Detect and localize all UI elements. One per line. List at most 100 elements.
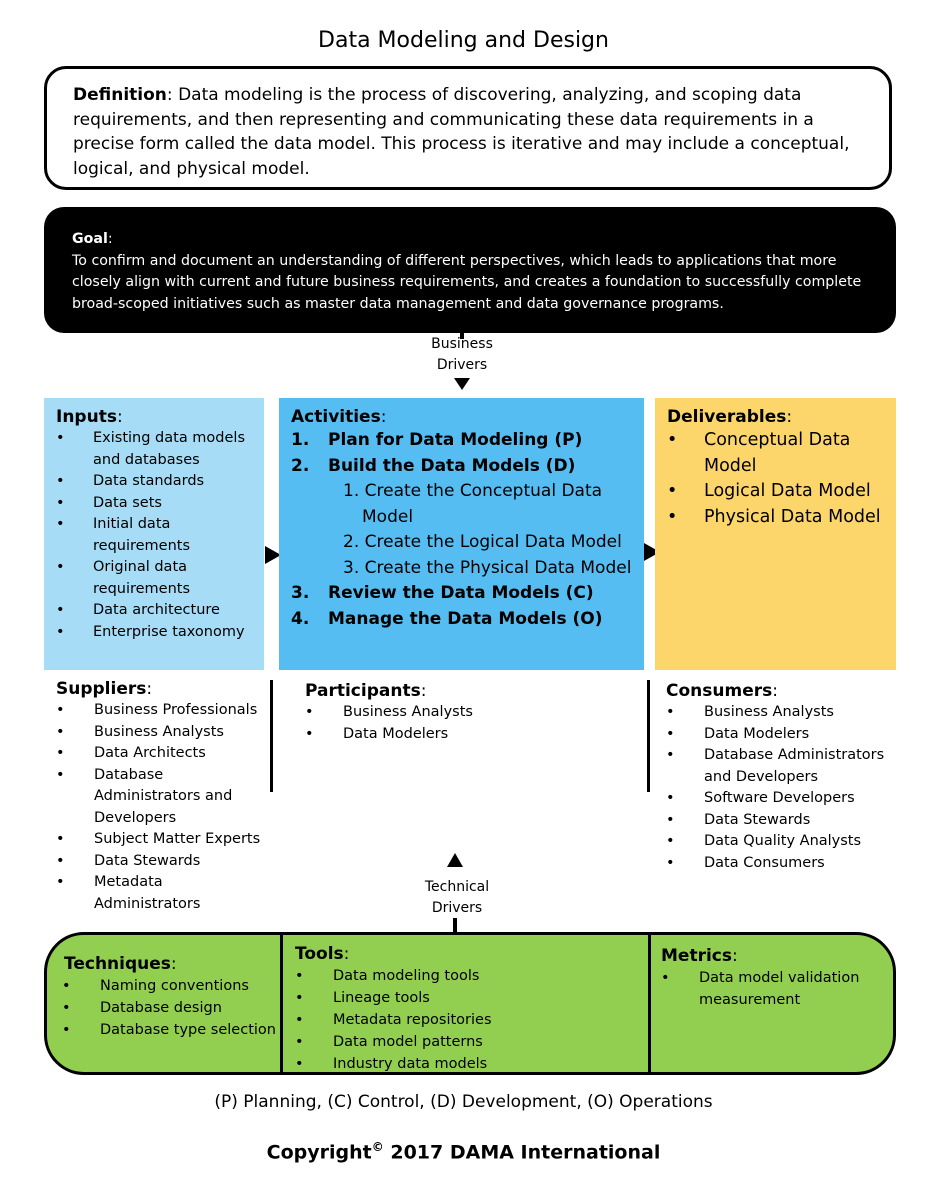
activity-subitem: 3. Create the Physical Data Model	[343, 557, 632, 578]
business-drivers-arrow-icon	[454, 378, 470, 390]
list-item: Database type selection	[62, 1019, 282, 1041]
copyright-prefix: Copyright	[266, 1141, 372, 1164]
page-title: Data Modeling and Design	[318, 28, 609, 53]
participants-section: Participants: Business Analysts Data Mod…	[305, 680, 625, 745]
definition-box: Definition: Data modeling is the process…	[44, 66, 892, 190]
business-drivers-arrow-stem	[460, 333, 464, 339]
consumers-divider	[647, 680, 650, 792]
list-item: Original data requirements	[56, 557, 264, 600]
tools-list: Data modeling tools Lineage tools Metada…	[295, 965, 635, 1075]
business-drivers-line-2: Drivers	[436, 357, 488, 373]
list-item: Industry data models	[295, 1053, 635, 1075]
list-item: Metadata Administrators	[56, 872, 271, 915]
bottom-box: Techniques: Naming conventions Database …	[44, 932, 896, 1075]
activity-item: 4. Manage the Data Models (O)	[291, 607, 644, 633]
activity-subitem: 2. Create the Logical Data Model	[343, 532, 622, 552]
list-item: Data Modelers	[666, 724, 896, 746]
list-item: Software Developers	[666, 788, 896, 810]
list-item: Data Quality Analysts	[666, 831, 896, 853]
activity-text: Plan for Data Modeling (P)	[328, 430, 583, 450]
activities-panel: Activities: 1.Plan for Data Modeling (P)…	[279, 398, 644, 670]
consumers-list: Business Analysts Data Modelers Database…	[666, 702, 896, 874]
deliverables-panel: Deliverables: Conceptual Data Model Logi…	[655, 398, 896, 670]
list-item: Enterprise taxonomy	[56, 622, 264, 644]
copyright: Copyright© 2017 DAMA International	[0, 1140, 927, 1163]
activity-number: 2.	[291, 455, 310, 476]
activity-subitem: 1. Create the Conceptual Data Model	[343, 481, 603, 527]
list-item: Data architecture	[56, 600, 264, 622]
deliverables-list: Conceptual Data Model Logical Data Model…	[667, 428, 896, 530]
techniques-label: Techniques	[64, 954, 171, 974]
list-item: Database Administrators and Developers	[666, 745, 896, 788]
definition-text: Data modeling is the process of discover…	[73, 85, 850, 179]
tools-label: Tools	[295, 944, 344, 964]
techniques-section: Techniques: Naming conventions Database …	[62, 935, 282, 1072]
copyright-suffix: 2017 DAMA International	[383, 1141, 661, 1164]
technical-drivers-label: Technical Drivers	[417, 877, 497, 919]
participants-list: Business Analysts Data Modelers	[305, 702, 625, 745]
metrics-list: Data model validation measurement	[661, 967, 881, 1011]
tools-metrics-divider	[648, 935, 651, 1072]
suppliers-section: Suppliers: Business Professionals Busine…	[56, 678, 271, 915]
list-item: Data Architects	[56, 743, 271, 765]
suppliers-label: Suppliers	[56, 679, 147, 699]
list-item: Data model validation measurement	[661, 967, 881, 1011]
list-item: Initial data requirements	[56, 514, 264, 557]
techniques-tools-divider	[280, 935, 283, 1072]
list-item: Lineage tools	[295, 987, 635, 1009]
technical-drivers-arrow-icon	[447, 853, 463, 867]
list-item: Physical Data Model	[667, 505, 896, 531]
list-item: Data Modelers	[305, 724, 625, 746]
metrics-label: Metrics	[661, 946, 732, 966]
activity-number: 1.	[291, 430, 310, 450]
tools-section: Tools: Data modeling tools Lineage tools…	[295, 935, 635, 1075]
list-item: Data Stewards	[56, 851, 271, 873]
list-item: Database Administrators and Developers	[56, 765, 271, 830]
inputs-to-activities-arrow-icon	[265, 546, 281, 564]
activity-text: Build the Data Models (D)	[328, 455, 576, 476]
list-item: Conceptual Data Model	[667, 428, 896, 479]
list-item: Business Analysts	[666, 702, 896, 724]
activity-item: 1. Plan for Data Modeling (P)	[291, 428, 644, 454]
activity-text: Manage the Data Models (O)	[328, 608, 603, 629]
consumers-label: Consumers	[666, 681, 773, 701]
activity-item: 2. Build the Data Models (D)	[291, 454, 644, 480]
activities-label: Activities	[291, 407, 381, 427]
technical-drivers-line-2: Drivers	[431, 900, 483, 916]
activity-number: 4.	[291, 608, 310, 629]
participants-label: Participants	[305, 681, 421, 701]
list-item: Existing data models and databases	[56, 428, 264, 471]
consumers-section: Consumers: Business Analysts Data Modele…	[666, 680, 896, 874]
activity-text: Review the Data Models (C)	[328, 583, 594, 603]
list-item: Subject Matter Experts	[56, 829, 271, 851]
list-item: Database design	[62, 997, 282, 1019]
list-item: Data Consumers	[666, 853, 896, 875]
suppliers-list: Business Professionals Business Analysts…	[56, 700, 271, 915]
activity-item: 3.Review the Data Models (C)	[291, 581, 644, 607]
suppliers-divider	[270, 680, 273, 792]
legend: (P) Planning, (C) Control, (D) Developme…	[214, 1092, 713, 1112]
list-item: Data Stewards	[666, 810, 896, 832]
techniques-list: Naming conventions Database design Datab…	[62, 975, 282, 1041]
list-item: Business Analysts	[305, 702, 625, 724]
list-item: Logical Data Model	[667, 479, 896, 505]
technical-drivers-arrow-stem	[453, 918, 457, 932]
metrics-section: Metrics: Data model validation measureme…	[661, 935, 881, 1072]
inputs-panel: Inputs: Existing data models and databas…	[44, 398, 264, 670]
inputs-label: Inputs	[56, 407, 117, 427]
technical-drivers-line-1: Technical	[424, 879, 490, 895]
business-drivers-line-1: Business	[431, 336, 493, 352]
deliverables-label: Deliverables	[667, 407, 787, 427]
goal-box: Goal: To confirm and document an underst…	[44, 207, 896, 333]
inputs-list: Existing data models and databases Data …	[56, 428, 264, 643]
list-item: Business Analysts	[56, 722, 271, 744]
list-item: Data modeling tools	[295, 965, 635, 987]
list-item: Metadata repositories	[295, 1009, 635, 1031]
list-item: Naming conventions	[62, 975, 282, 997]
list-item: Business Professionals	[56, 700, 271, 722]
goal-text: To confirm and document an understanding…	[72, 252, 862, 312]
definition-label: Definition	[73, 85, 167, 105]
list-item: Data sets	[56, 493, 264, 515]
business-drivers-label: Business Drivers	[422, 334, 502, 376]
list-item: Data model patterns	[295, 1031, 635, 1053]
